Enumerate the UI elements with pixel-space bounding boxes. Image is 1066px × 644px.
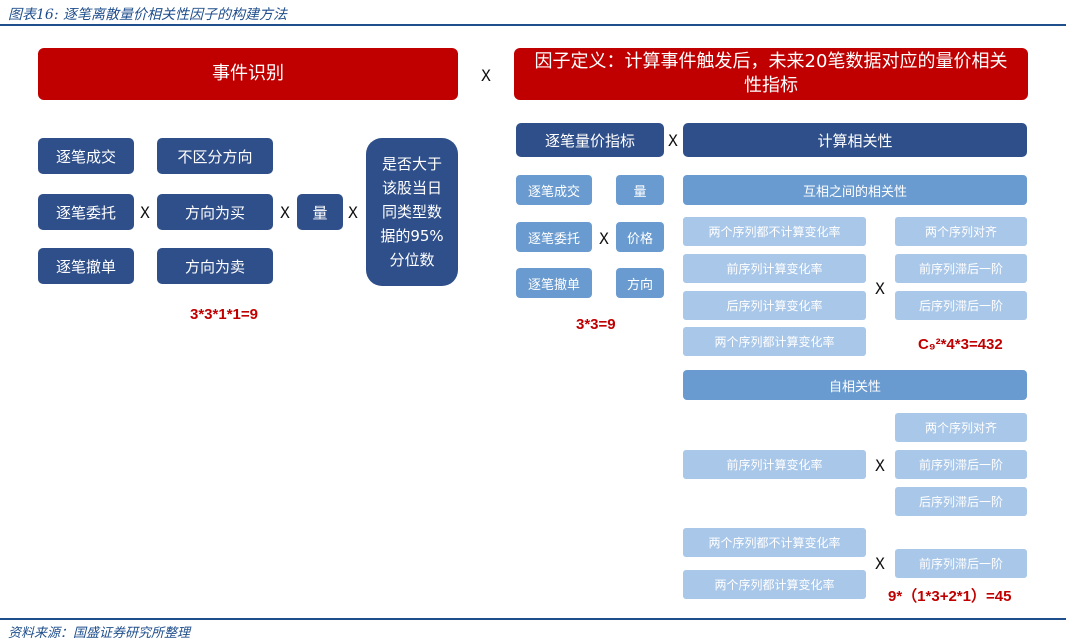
direction-box-any: 不区分方向	[157, 138, 273, 174]
figure-title: 图表16: 逐笔离散量价相关性因子的构建方法	[8, 7, 287, 23]
cross-left-option: 两个序列都计算变化率	[683, 327, 866, 356]
x-sign: X	[875, 278, 885, 298]
formula-45: 9*（1*3+2*1）=45	[888, 588, 1012, 605]
volume-box: 量	[297, 194, 343, 230]
r-type-trade: 逐笔成交	[516, 175, 592, 205]
measure-volume: 量	[616, 175, 664, 205]
factor-header: 因子定义：计算事件触发后，未来20笔数据对应的量价相关性指标	[514, 48, 1028, 100]
x-sign: X	[875, 455, 885, 475]
cross-left-option: 前序列计算变化率	[683, 254, 866, 283]
auto-left-option: 两个序列都计算变化率	[683, 570, 866, 599]
formula-3x3: 3*3=9	[576, 316, 616, 333]
x-sign: X	[348, 202, 358, 222]
type-box-trade: 逐笔成交	[38, 138, 134, 174]
cross-left-option: 后序列计算变化率	[683, 291, 866, 320]
type-box-cancel: 逐笔撤单	[38, 248, 134, 284]
threshold-box: 是否大于该股当日同类型数据的95%分位数	[366, 138, 458, 286]
direction-box-buy: 方向为买	[157, 194, 273, 230]
x-sign: X	[280, 202, 290, 222]
metric-header: 逐笔量价指标	[516, 123, 664, 157]
cross-left-option: 两个序列都不计算变化率	[683, 217, 866, 246]
top-rule	[0, 24, 1066, 26]
measure-direction: 方向	[616, 268, 664, 298]
auto-left-option: 两个序列都不计算变化率	[683, 528, 866, 557]
x-sign: X	[481, 65, 491, 85]
auto-left-option: 前序列计算变化率	[683, 450, 866, 479]
auto-right-option: 前序列滞后一阶	[895, 450, 1027, 479]
cross-right-option: 前序列滞后一阶	[895, 254, 1027, 283]
x-sign: X	[140, 202, 150, 222]
measure-price: 价格	[616, 222, 664, 252]
formula-432: C₉²*4*3=432	[918, 336, 1003, 353]
cross-corr-header: 互相之间的相关性	[683, 175, 1027, 205]
cross-right-option: 后序列滞后一阶	[895, 291, 1027, 320]
corr-header: 计算相关性	[683, 123, 1027, 157]
auto-corr-header: 自相关性	[683, 370, 1027, 400]
cross-right-option: 两个序列对齐	[895, 217, 1027, 246]
source-note: 资料来源：国盛证券研究所整理	[8, 626, 191, 641]
type-box-order: 逐笔委托	[38, 194, 134, 230]
x-sign: X	[875, 553, 885, 573]
auto-right-option: 后序列滞后一阶	[895, 487, 1027, 516]
auto-right-option: 前序列滞后一阶	[895, 549, 1027, 578]
auto-right-option: 两个序列对齐	[895, 413, 1027, 442]
event-header: 事件识别	[38, 48, 458, 100]
left-formula: 3*3*1*1=9	[190, 306, 258, 323]
direction-box-sell: 方向为卖	[157, 248, 273, 284]
r-type-order: 逐笔委托	[516, 222, 592, 252]
x-sign: X	[599, 228, 609, 248]
x-sign: X	[668, 130, 678, 150]
bottom-rule	[0, 618, 1066, 620]
r-type-cancel: 逐笔撤单	[516, 268, 592, 298]
